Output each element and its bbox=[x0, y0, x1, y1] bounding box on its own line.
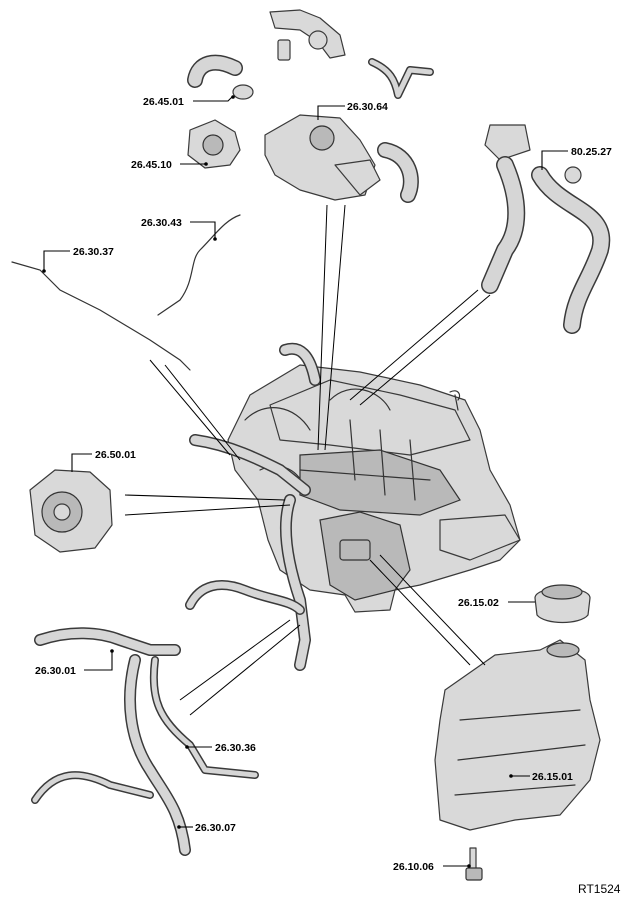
label-26-30-36: 26.30.36 bbox=[215, 742, 256, 754]
label-80-25-27: 80.25.27 bbox=[571, 146, 612, 158]
callout-26-15-02: 26.15.02 bbox=[458, 597, 535, 609]
label-26-10-06: 26.10.06 bbox=[393, 861, 434, 873]
callout-26-15-01: 26.15.01 bbox=[509, 771, 573, 783]
callout-26-50-01: 26.50.01 bbox=[71, 449, 136, 472]
label-26-45-01: 26.45.01 bbox=[143, 96, 184, 108]
callout-26-45-10: 26.45.10 bbox=[131, 159, 208, 171]
hose-assembly-26-30-36 bbox=[149, 656, 259, 779]
callout-26-10-06: 26.10.06 bbox=[393, 861, 471, 873]
label-26-30-01: 26.30.01 bbox=[35, 665, 76, 677]
thermostat-housing-26-30-64 bbox=[264, 114, 381, 201]
callout-26-30-07: 26.30.07 bbox=[177, 822, 236, 834]
engine-assembly bbox=[185, 342, 521, 671]
pipe-26-30-43 bbox=[157, 214, 241, 316]
hose-assembly-26-30-01 bbox=[34, 627, 191, 856]
coolant-pipe-top bbox=[269, 9, 346, 61]
callout-26-45-01: 26.45.01 bbox=[143, 95, 235, 108]
harness-26-30-37 bbox=[11, 261, 191, 371]
callout-26-30-36: 26.30.36 bbox=[185, 742, 256, 754]
callout-80-25-27: 80.25.27 bbox=[541, 146, 612, 170]
label-26-30-07: 26.30.07 bbox=[195, 822, 236, 834]
label-26-45-10: 26.45.10 bbox=[131, 159, 172, 171]
water-pump-26-50-01 bbox=[29, 469, 113, 553]
expansion-tank-cap-26-15-02 bbox=[534, 584, 591, 624]
label-26-15-02: 26.15.02 bbox=[458, 597, 499, 609]
hose-assembly-26-30-07 bbox=[31, 771, 154, 804]
label-26-15-01: 26.15.01 bbox=[532, 771, 573, 783]
label-26-30-64: 26.30.64 bbox=[347, 101, 388, 113]
figure-reference: RT1524 bbox=[578, 882, 621, 896]
elbow-hose-26-45-01 bbox=[187, 54, 254, 100]
callout-26-30-37: 26.30.37 bbox=[42, 246, 114, 273]
label-26-30-43: 26.30.43 bbox=[141, 217, 182, 229]
thermostat-26-45-10 bbox=[187, 119, 241, 169]
label-26-30-37: 26.30.37 bbox=[73, 246, 114, 258]
heater-hoses-80-25-27 bbox=[481, 124, 611, 334]
callout-26-30-01: 26.30.01 bbox=[35, 649, 114, 677]
pointer-lines bbox=[124, 204, 491, 716]
temperature-sensor-26-10-06 bbox=[465, 847, 483, 881]
coolant-pipe-small bbox=[368, 58, 434, 99]
expansion-tank-26-15-01 bbox=[434, 639, 601, 831]
bypass-hose bbox=[377, 142, 419, 203]
label-26-50-01: 26.50.01 bbox=[95, 449, 136, 461]
callout-26-30-43: 26.30.43 bbox=[141, 217, 217, 241]
callout-26-30-64: 26.30.64 bbox=[317, 101, 388, 120]
